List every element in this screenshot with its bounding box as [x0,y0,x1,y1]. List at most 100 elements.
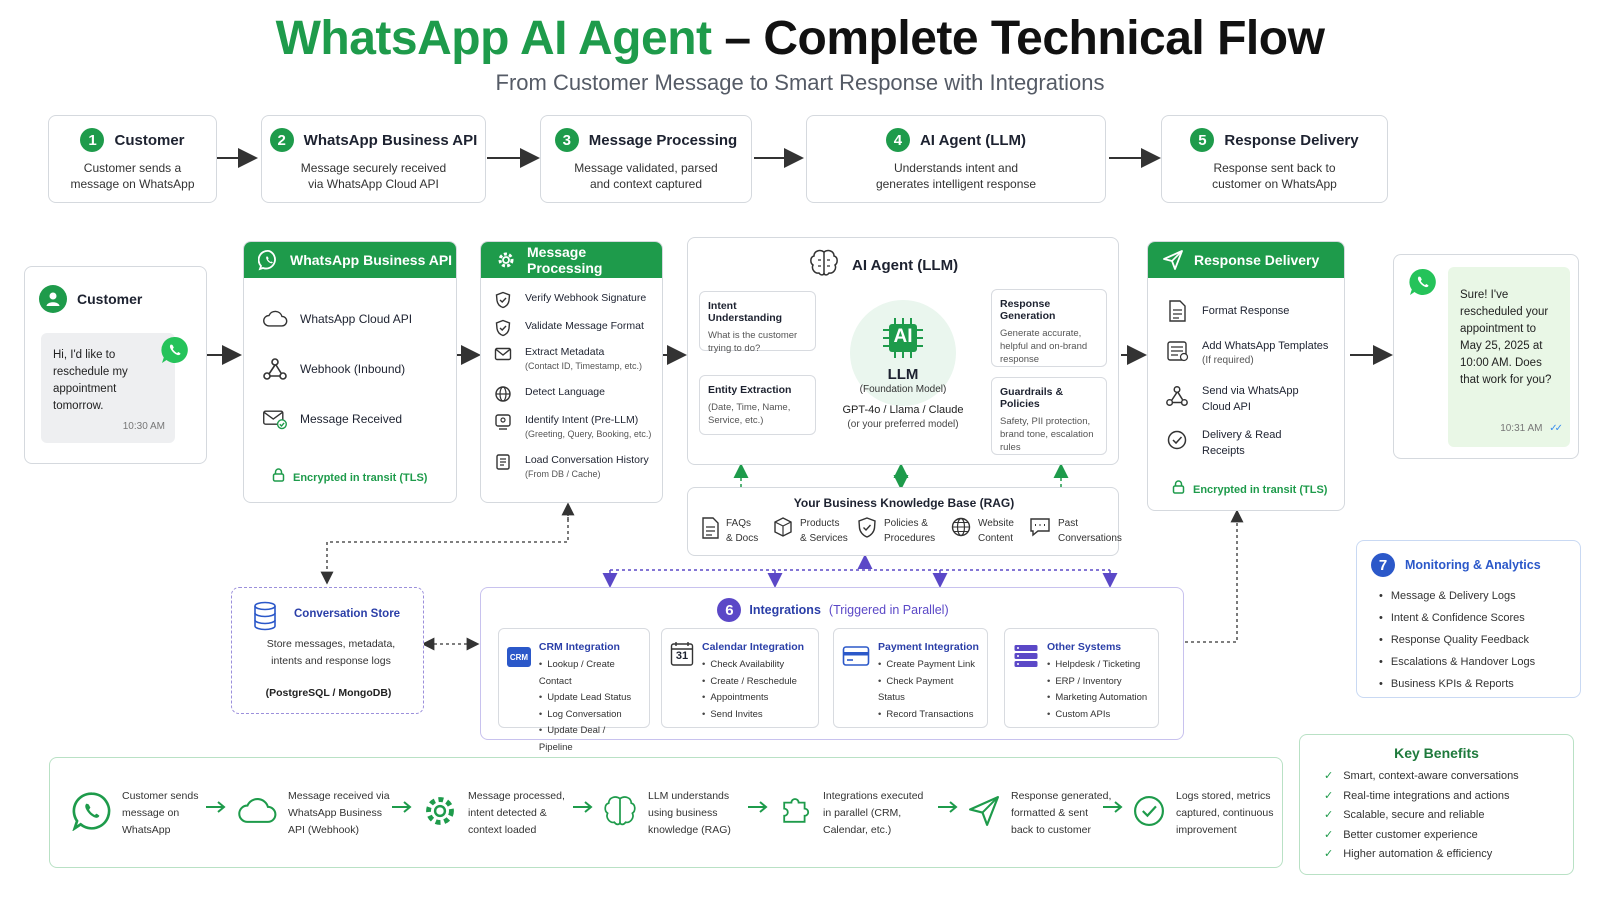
webhook-icon [262,356,288,382]
flow-step-processing: Message processed,intent detected &conte… [422,788,565,839]
globe-icon [493,384,513,404]
payment-integration-card: Payment Integration Create Payment LinkC… [833,628,988,728]
reply-message-bubble: Sure! I've rescheduled your appointment … [1448,267,1570,447]
response-generation-box: Response Generation Generate accurate, h… [991,289,1107,367]
template-icon [1164,338,1190,364]
entity-extraction-box: Entity Extraction (Date, Time, Name, Ser… [699,375,816,435]
arrow-right-icon [572,800,594,819]
whatsapp-api-panel: WhatsApp Business API WhatsApp Cloud API… [243,241,457,503]
whatsapp-icon [160,335,190,370]
page-subtitle: From Customer Message to Smart Response … [495,70,1105,95]
integrations-panel: 6 Integrations (Triggered in Parallel) C… [480,587,1184,753]
whatsapp-icon [1408,267,1438,302]
cloud-icon [262,306,288,332]
shield-check-icon [493,290,513,310]
kb-item-products: Products& Services [772,516,848,546]
key-benefits-panel: Key Benefits Smart, context-aware conver… [1299,734,1574,875]
key-benefits-title: Key Benefits [1394,745,1479,761]
arrow-right-icon [391,800,413,819]
read-receipt-icon: ✓✓ [1549,423,1563,434]
shield-check-icon [856,516,878,545]
puzzle-icon [777,793,813,834]
ai-chip-icon [881,316,925,365]
send-icon [967,794,1001,833]
lock-icon [1172,480,1185,499]
mail-check-icon [262,406,288,432]
intent-understanding-box: Intent Understanding What is the custome… [699,291,816,354]
cloud-icon [236,796,278,831]
customer-panel: Customer Hi, I'd like to reschedule my a… [24,266,207,464]
box-icon [772,516,794,543]
message-processing-panel: Message Processing Verify Webhook Signat… [480,241,663,503]
check-circle-icon [1164,427,1190,453]
crm-integration-card: CRM CRM Integration Lookup / Create Cont… [498,628,650,753]
conversation-store-title: Conversation Store [294,608,401,620]
calendar-icon: 31 [670,641,694,667]
ai-agent-panel: AI Agent (LLM) Intent Understanding What… [687,237,1119,465]
lock-icon [272,468,285,487]
step-number: 7 [1371,553,1395,577]
chat-icon [1028,516,1052,543]
model-list: GPT-4o / Llama / Claude [842,404,964,416]
ai-agent-title: AI Agent (LLM) [852,257,959,274]
step-number: 5 [1190,128,1215,152]
knowledge-base-panel: Your Business Knowledge Base (RAG) FAQs&… [687,487,1122,556]
customer-message-bubble: Hi, I'd like to reschedule my appointmen… [41,333,175,443]
server-icon [1013,643,1039,723]
other-systems-card: Other Systems Helpdesk / TicketingERP / … [1004,628,1159,728]
whatsapp-icon [258,249,280,271]
shield-icon [493,318,513,338]
kb-item-policies: Policies &Procedures [856,516,935,546]
calendar-integration-card: 31 Calendar Integration Check Availabili… [661,628,819,728]
llm-title: LLM [887,366,919,383]
guardrails-box: Guardrails & Policies Safety, PII protec… [991,377,1107,455]
conversation-store-panel: Conversation Store Store messages, metad… [231,587,424,714]
database-icon [252,601,278,636]
user-icon [39,285,67,313]
page-title: WhatsApp AI Agent – Complete Technical F… [275,12,1325,65]
envelope-icon [493,344,513,364]
history-icon [493,452,513,472]
send-icon [1162,249,1184,271]
step-number: 4 [885,128,910,152]
gear-icon [422,793,458,834]
intent-icon [493,412,513,432]
step-number: 3 [554,128,579,152]
brain-icon [808,248,840,283]
brain-icon [602,794,638,833]
globe-icon [950,516,972,543]
customer-title: Customer [77,291,143,307]
kb-item-faqs: FAQs& Docs [700,516,758,546]
arrow-right-icon [937,800,959,819]
step-number: 2 [269,128,294,152]
webhook-icon [1164,383,1190,409]
document-icon [1164,298,1190,324]
whatsapp-icon [72,791,112,836]
gear-icon [495,249,517,271]
step-number: 1 [80,128,105,152]
arrow-right-icon [205,800,227,819]
monitoring-panel: 7 Monitoring & Analytics Message & Deliv… [1356,540,1581,698]
step-number: 6 [717,598,742,622]
reply-panel: Sure! I've rescheduled your appointment … [1393,254,1579,459]
credit-card-icon [842,645,870,723]
crm-icon: CRM [507,647,531,667]
knowledge-base-title: Your Business Knowledge Base (RAG) [793,496,1015,510]
document-icon [700,516,720,545]
check-circle-icon [1132,794,1166,833]
arrow-right-icon [747,800,769,819]
